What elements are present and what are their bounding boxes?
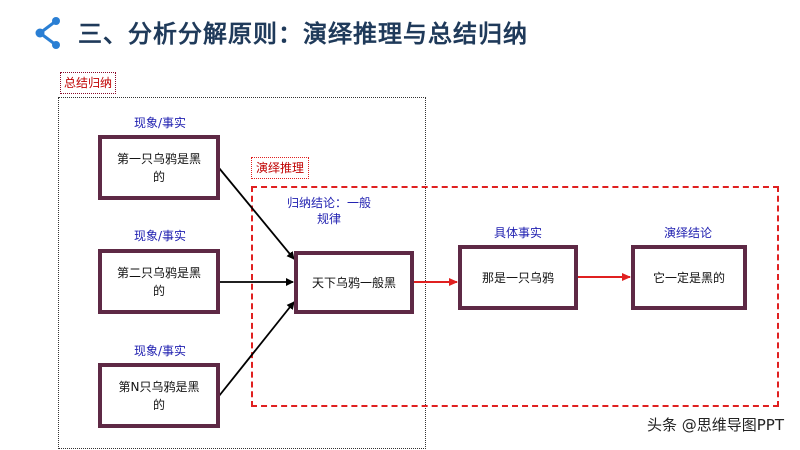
fact-label: 现象/事实 — [133, 229, 187, 243]
arrow-factn-to-general — [218, 301, 295, 397]
conclusion-box: 它一定是黑的 — [631, 245, 747, 310]
induction-tag: 总结归纳 — [60, 72, 117, 94]
arrow-fact1-to-general — [218, 167, 295, 260]
fact-label: 现象/事实 — [133, 344, 187, 358]
conclusion-label: 演绎结论 — [663, 226, 712, 240]
general-rule-box: 天下乌鸦一般黑 — [294, 251, 414, 314]
share-icon — [35, 17, 60, 49]
general-label: 归纳结论：一般规律 — [287, 196, 372, 226]
deduction-tag: 演绎推理 — [251, 157, 310, 179]
fact-box-1: 第一只乌鸦是黑的 — [98, 135, 220, 200]
specific-label: 具体事实 — [493, 226, 542, 240]
fact-box-2: 第二只乌鸦是黑的 — [98, 249, 220, 314]
fact-label: 现象/事实 — [133, 116, 187, 130]
induction-region — [58, 97, 426, 449]
specific-fact-box: 那是一只乌鸦 — [458, 245, 578, 310]
fact-box-n: 第N只乌鸦是黑的 — [98, 363, 220, 428]
page-title: 三、分析分解原则：演绎推理与总结归纳 — [78, 20, 528, 48]
watermark: 头条 @思维导图PPT — [646, 416, 784, 434]
deduction-region — [251, 186, 779, 407]
